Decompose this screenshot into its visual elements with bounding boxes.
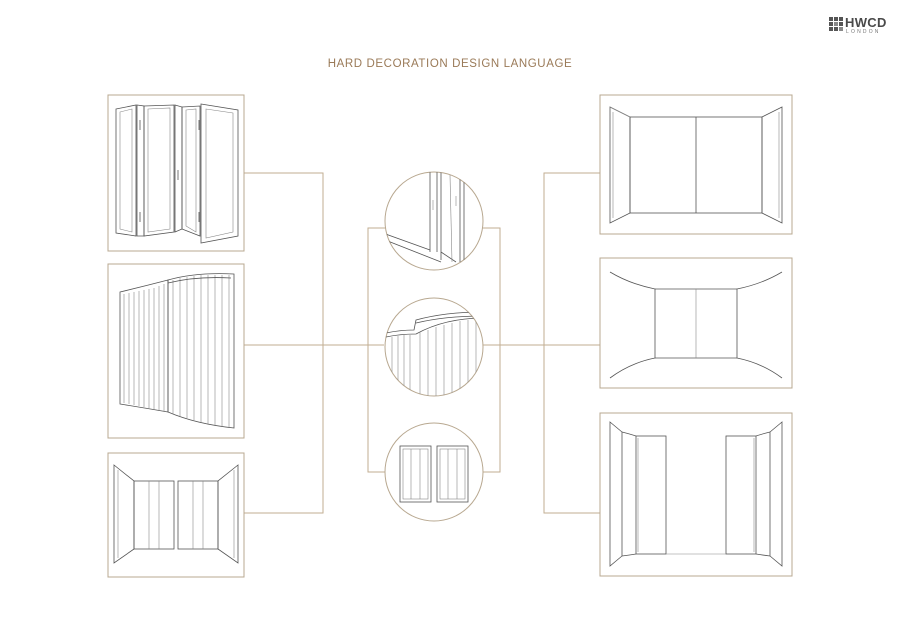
detail-circle-fluted xyxy=(384,297,484,397)
panel-room-curved xyxy=(599,257,793,389)
connector-lines xyxy=(244,172,600,514)
panel-room-doors xyxy=(599,412,793,577)
panel-curved-screen xyxy=(107,263,245,439)
grid-squares-icon xyxy=(829,17,843,31)
logo-mark: HWCD xyxy=(845,15,887,30)
panel-folding-screen xyxy=(107,94,245,252)
page-title: HARD DECORATION DESIGN LANGUAGE xyxy=(327,58,573,70)
detail-circle-panels xyxy=(384,422,484,522)
logo-subtitle: LONDON xyxy=(846,29,881,35)
panel-room-flat xyxy=(599,94,793,235)
panel-wall-niche xyxy=(107,452,245,578)
detail-circle-corner xyxy=(384,171,484,271)
